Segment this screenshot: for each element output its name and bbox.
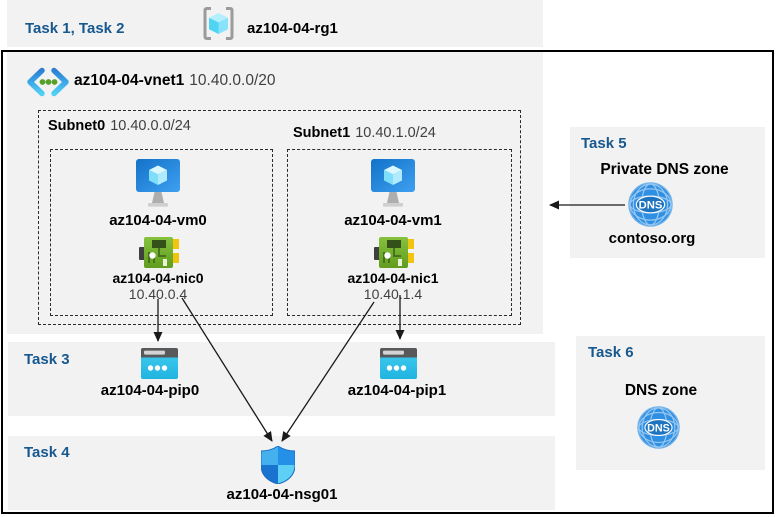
task6-label: Task 6 <box>588 344 634 361</box>
private-dns-zone-icon: DNS <box>628 182 673 227</box>
vm0-icon <box>136 159 180 211</box>
resource-group-icon <box>200 5 237 42</box>
vnet-region <box>7 52 543 334</box>
nic1-name: az104-04-nic1 <box>347 270 439 286</box>
subnet0-name: Subnet0 <box>48 118 106 134</box>
dns-zone-icon: DNS <box>637 406 680 449</box>
vm0-name: az104-04-vm0 <box>109 212 207 229</box>
pip1-name: az104-04-pip1 <box>347 382 447 399</box>
resource-group-boundary <box>1 50 774 514</box>
private-dns-zone-title: Private DNS zone <box>600 161 729 178</box>
vm1-name: az104-04-vm1 <box>344 212 442 229</box>
vm1-icon <box>371 159 415 211</box>
nsg-name: az104-04-nsg01 <box>226 486 338 503</box>
vnet-name: az104-04-vnet1 <box>74 72 185 89</box>
task1-2-band <box>7 0 543 47</box>
svg-text:DNS: DNS <box>639 200 663 212</box>
task4-label: Task 4 <box>24 444 70 461</box>
pip0-name: az104-04-pip0 <box>100 382 200 399</box>
subnet0-box <box>50 149 273 316</box>
task5-label: Task 5 <box>581 135 627 152</box>
task3-band <box>8 342 555 416</box>
subnet1-name: Subnet1 <box>293 125 351 141</box>
svg-text:DNS: DNS <box>647 422 670 434</box>
nic0-ip: 10.40.0.4 <box>128 286 188 302</box>
private-dns-zone-name: contoso.org <box>608 230 696 247</box>
nic1-icon <box>374 236 414 270</box>
resource-group-name: az104-04-rg1 <box>247 20 338 37</box>
nic0-icon <box>139 236 179 270</box>
subnet0-cidr: 10.40.0.0/24 <box>110 118 191 134</box>
nsg-shield-icon <box>261 446 295 484</box>
task6-box <box>576 336 765 470</box>
pip1-icon <box>380 348 417 379</box>
nic0-name: az104-04-nic0 <box>112 270 204 286</box>
task3-label: Task 3 <box>24 351 70 368</box>
nic1-ip: 10.40.1.4 <box>363 286 423 302</box>
subnet1-cidr: 10.40.1.0/24 <box>355 125 436 141</box>
vnet-dashed-box <box>38 110 521 325</box>
task1-2-label: Task 1, Task 2 <box>25 20 125 37</box>
vnet-cidr: 10.40.0.0/20 <box>189 72 276 89</box>
vnet-icon <box>26 67 70 97</box>
pip0-icon <box>141 348 178 379</box>
dns-zone-title: DNS zone <box>624 382 698 399</box>
